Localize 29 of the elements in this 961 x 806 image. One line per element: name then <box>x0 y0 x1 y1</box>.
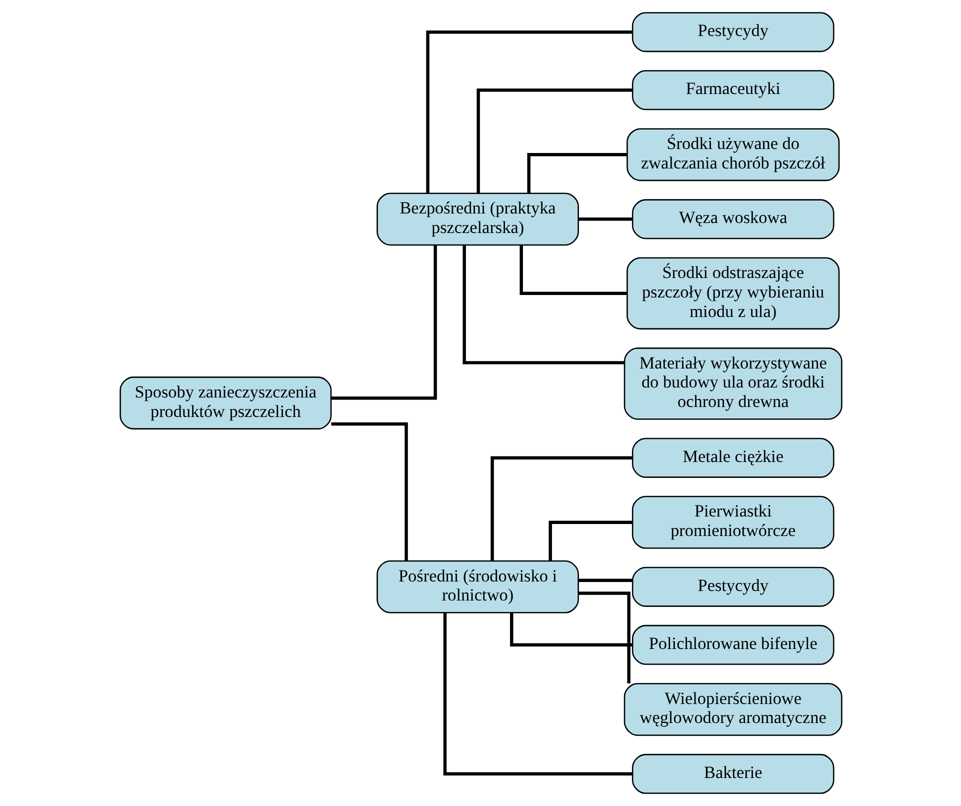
node-box: Środki używane do zwalczania chorób pszczół <box>626 128 840 182</box>
node-box: Farmaceutyki <box>631 70 834 110</box>
node-box: Pierwiastki promieniotwórcze <box>631 496 834 549</box>
node-box: Metale ciężkie <box>631 438 834 478</box>
node-box: Polichlorowane bifenyle <box>631 624 834 665</box>
node-box: Węza woskowa <box>631 199 834 240</box>
node-box: Pośredni (środowisko i rolnictwo) <box>376 560 578 614</box>
connector <box>476 88 632 194</box>
connector <box>578 218 632 221</box>
connector <box>462 245 624 364</box>
node-box: Wielopierścieniowe węglowodory aromatyczne <box>623 682 842 736</box>
node-box: Bakterie <box>631 754 834 794</box>
connector <box>330 245 436 400</box>
node-box: Pestycydy <box>631 12 834 52</box>
node-box: Sposoby zanieczyszczenia produktów pszczelich <box>119 376 332 430</box>
node-box: Pestycydy <box>631 566 834 607</box>
connector <box>548 520 632 561</box>
connector <box>578 578 632 582</box>
connector <box>578 592 630 684</box>
node-box: Środki odstraszające pszczoły (przy wybieraniu miodu z ula) <box>626 257 840 330</box>
connector <box>490 456 632 561</box>
connector <box>330 422 408 562</box>
connector <box>526 153 627 194</box>
connector <box>426 30 632 194</box>
connector <box>519 245 626 295</box>
node-box: Materiały wykorzystywane do budowy ula oraz środki ochrony drewna <box>623 348 842 420</box>
connector <box>510 612 632 647</box>
connector <box>442 612 632 776</box>
node-box: Bezpośredni (praktyka pszczelarska) <box>376 192 578 246</box>
